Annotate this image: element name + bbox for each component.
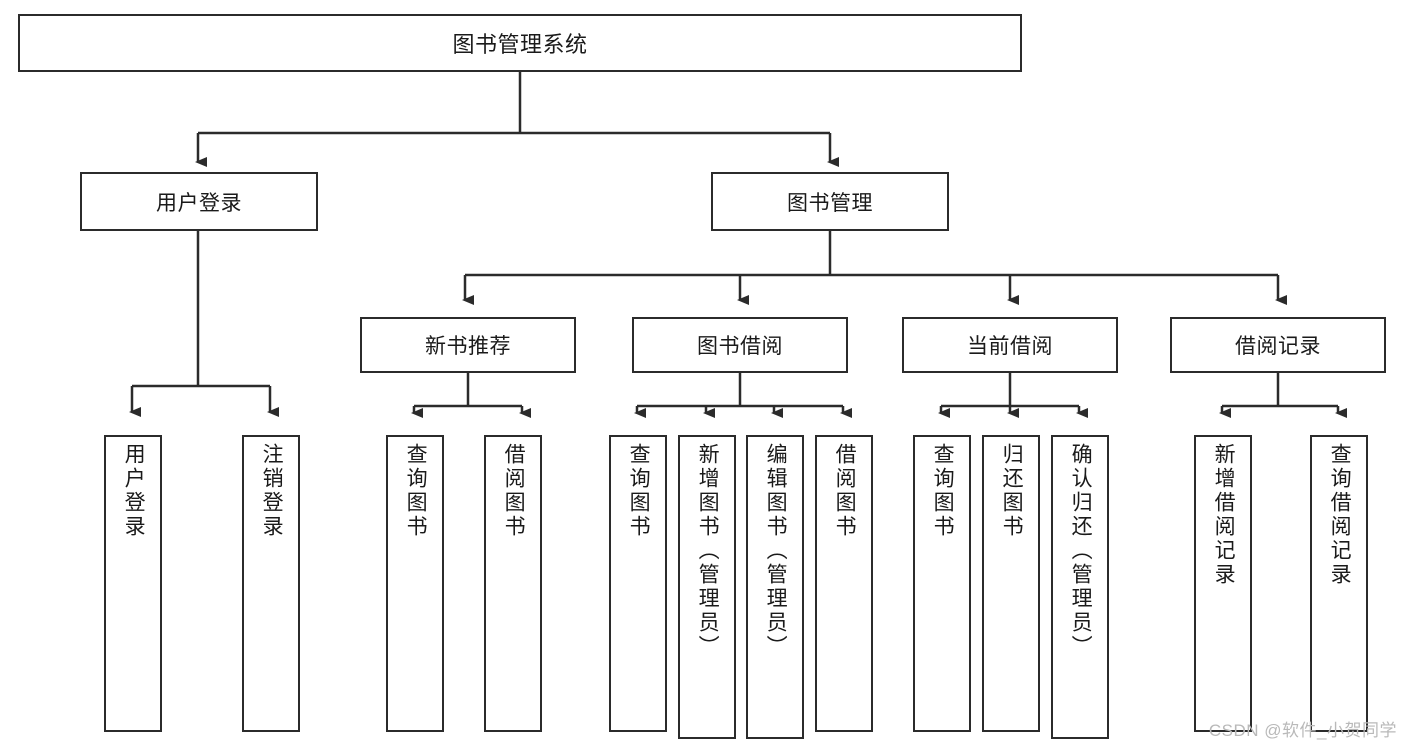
leaf-add-book-admin[interactable]: 新增图书（管理员） bbox=[678, 435, 736, 739]
node-label: 查询图书 bbox=[931, 443, 955, 539]
node-root-system[interactable]: 图书管理系统 bbox=[18, 14, 1022, 72]
leaf-user-login[interactable]: 用户登录 bbox=[104, 435, 162, 732]
node-label: 图书借阅 bbox=[697, 335, 783, 358]
leaf-logout[interactable]: 注销登录 bbox=[242, 435, 300, 732]
node-label: 确认归还（管理员） bbox=[1069, 443, 1093, 659]
csdn-watermark: CSDN @软件_小贺同学 bbox=[1208, 721, 1397, 740]
leaf-borrow-book-recommend[interactable]: 借阅图书 bbox=[484, 435, 542, 732]
node-book-borrow[interactable]: 图书借阅 bbox=[632, 317, 848, 373]
node-label: 注销登录 bbox=[260, 443, 284, 539]
leaf-borrow-book[interactable]: 借阅图书 bbox=[815, 435, 873, 732]
leaf-add-borrow-record[interactable]: 新增借阅记录 bbox=[1194, 435, 1252, 732]
node-current-borrow[interactable]: 当前借阅 bbox=[902, 317, 1118, 373]
node-label: 图书管理系统 bbox=[452, 32, 588, 57]
node-label: 新增借阅记录 bbox=[1212, 443, 1236, 587]
node-label: 归还图书 bbox=[1000, 443, 1024, 539]
node-label: 借阅图书 bbox=[502, 443, 526, 539]
leaf-confirm-return-admin[interactable]: 确认归还（管理员） bbox=[1051, 435, 1109, 739]
leaf-edit-book-admin[interactable]: 编辑图书（管理员） bbox=[746, 435, 804, 739]
node-label: 用户登录 bbox=[156, 191, 242, 215]
leaf-query-book-current[interactable]: 查询图书 bbox=[913, 435, 971, 732]
node-label: 查询图书 bbox=[627, 443, 651, 539]
node-book-management[interactable]: 图书管理 bbox=[711, 172, 949, 231]
node-label: 用户登录 bbox=[122, 443, 146, 539]
node-label: 图书管理 bbox=[787, 191, 873, 215]
leaf-query-book-borrow[interactable]: 查询图书 bbox=[609, 435, 667, 732]
node-user-login[interactable]: 用户登录 bbox=[80, 172, 318, 231]
node-label: 查询借阅记录 bbox=[1328, 443, 1352, 587]
node-label: 借阅图书 bbox=[833, 443, 857, 539]
leaf-return-book[interactable]: 归还图书 bbox=[982, 435, 1040, 732]
node-borrow-record[interactable]: 借阅记录 bbox=[1170, 317, 1386, 373]
node-label: 新增图书（管理员） bbox=[696, 443, 720, 659]
node-label: 借阅记录 bbox=[1235, 335, 1321, 358]
node-label: 新书推荐 bbox=[425, 335, 511, 358]
node-label: 当前借阅 bbox=[967, 335, 1053, 358]
node-label: 编辑图书（管理员） bbox=[764, 443, 788, 659]
node-new-book-recommend[interactable]: 新书推荐 bbox=[360, 317, 576, 373]
leaf-query-book-recommend[interactable]: 查询图书 bbox=[386, 435, 444, 732]
leaf-query-borrow-record[interactable]: 查询借阅记录 bbox=[1310, 435, 1368, 732]
node-label: 查询图书 bbox=[404, 443, 428, 539]
